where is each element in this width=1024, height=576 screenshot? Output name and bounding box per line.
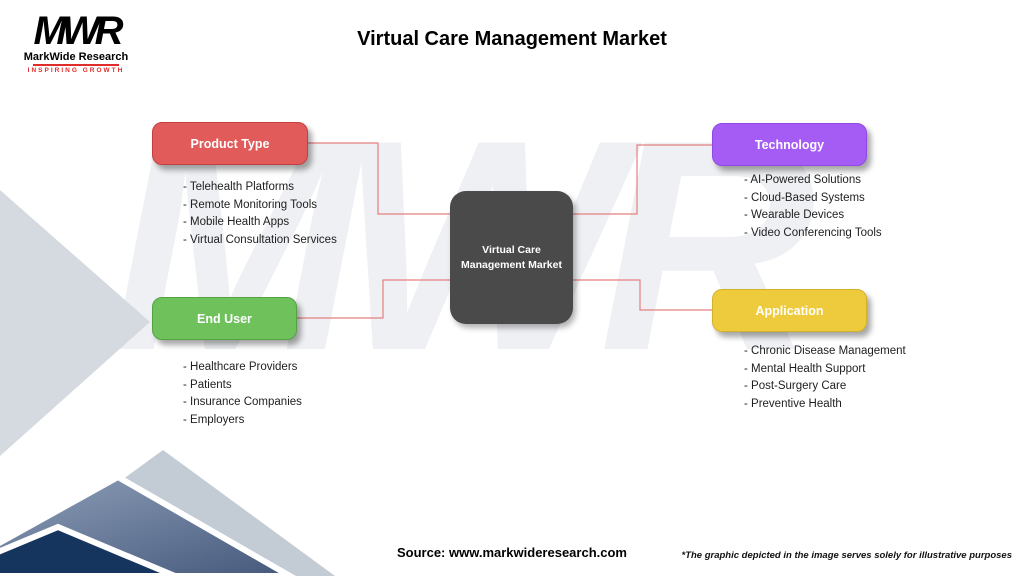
corner-diamond-navy [0,523,177,576]
end-user-item-list: - Healthcare Providers - Patients - Insu… [183,359,302,429]
segment-box-application: Application [712,289,867,332]
center-node-label-line1: Virtual Care [482,244,541,257]
list-item: - AI-Powered Solutions [744,174,861,186]
source-text: Source: www.markwideresearch.com [396,545,627,560]
connector-application [573,279,712,311]
list-item: - Mental Health Support [744,362,866,375]
logo-brand-name: MarkWide Research [23,51,129,63]
segment-box-product-type: Product Type [152,122,308,165]
list-item: - Wearable Devices [744,209,845,221]
list-item: - Preventive Health [744,397,842,410]
list-item: - Healthcare Providers [183,361,298,373]
list-item: - Video Conferencing Tools [744,226,882,239]
connector-technology [573,144,712,215]
list-item: - Employers [183,413,245,426]
center-node-label-line2: Management Market [461,258,562,271]
segment-box-technology: Technology [712,123,867,166]
list-item: - Insurance Companies [183,396,302,408]
list-item: - Telehealth Platforms [183,181,295,193]
technology-item-list: - AI-Powered Solutions - Cloud-Based Sys… [744,172,882,242]
application-item-list: - Chronic Disease Management - Mental He… [744,343,906,413]
list-item: - Patients [183,378,232,391]
logo-tagline: Inspiring Growth [27,66,125,74]
markwide-logo: MWR MarkWide Research Inspiring Growth [20,9,132,74]
list-item: - Post-Surgery Care [744,380,847,392]
segment-label-end-user: End User [197,311,252,326]
segment-box-end-user: End User [152,297,297,340]
left-edge-triangle [0,190,150,456]
connector-end-user [297,279,450,319]
center-node-virtual-care-management-market: Virtual Care Management Market [450,191,573,324]
connector-product-type [308,142,450,215]
list-item: - Mobile Health Apps [183,216,290,228]
list-item: - Chronic Disease Management [744,345,906,357]
segment-label-product-type: Product Type [190,136,270,151]
logo-red-rule [33,64,119,66]
list-item: - Remote Monitoring Tools [183,198,318,211]
segment-label-technology: Technology [754,137,825,152]
list-item: - Cloud-Based Systems [744,191,865,204]
product-type-item-list: - Telehealth Platforms - Remote Monitori… [183,179,337,249]
list-item: - Virtual Consultation Services [183,233,337,246]
page-title: Virtual Care Management Market [357,28,667,50]
disclaimer-text: *The graphic depicted in the image serve… [681,550,1013,561]
segment-label-application: Application [755,303,824,318]
logo-monogram: MWR [33,9,124,53]
